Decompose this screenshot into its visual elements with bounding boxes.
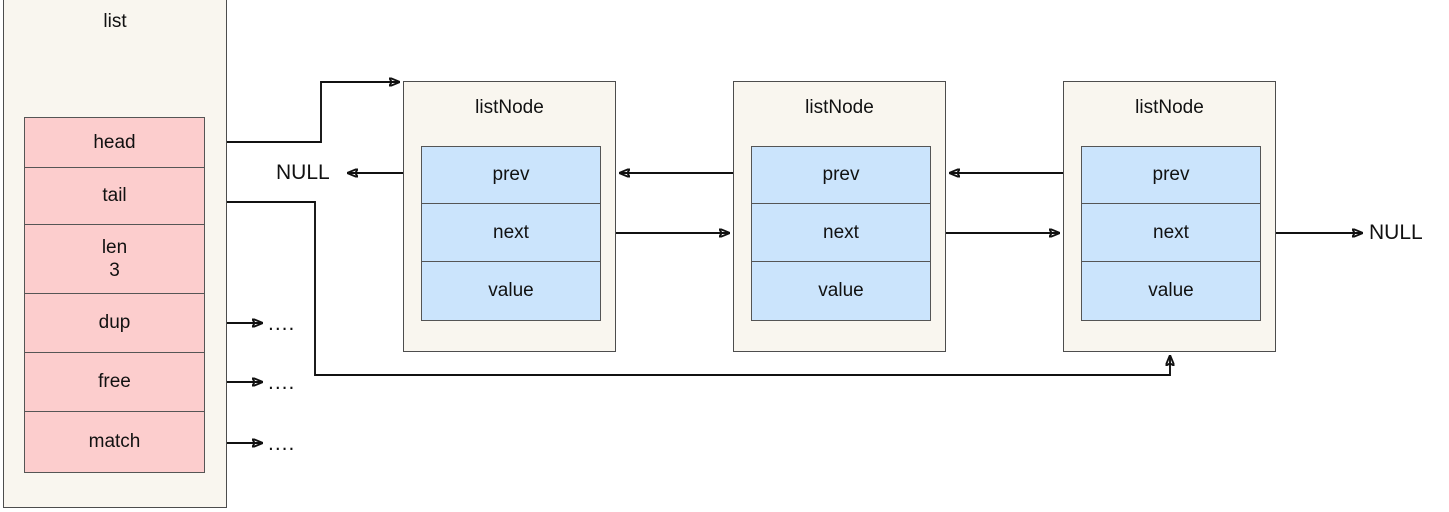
listnode-2-title: listNode [805,97,874,118]
list-field-free[interactable]: free [24,353,205,412]
listnode-2-field-next[interactable]: next [751,204,931,262]
listnode-1-field-prev[interactable]: prev [421,146,601,204]
list-field-head[interactable]: head [24,117,205,168]
null-left-label: NULL [276,161,330,184]
free-callback-label: .... [268,371,296,394]
listnode-1-prev-label: prev [492,164,530,186]
listnode-1-next-label: next [493,221,529,243]
listnode-3-prev-label: prev [1152,164,1190,186]
list-field-len-value: 3 [109,260,120,281]
listnode-1-field-next[interactable]: next [421,204,601,262]
listnode-1-value-label: value [488,280,534,302]
list-field-dup-label: dup [98,312,131,334]
list-field-tail[interactable]: tail [24,168,205,225]
listnode-2-field-prev[interactable]: prev [751,146,931,204]
list-field-tail-label: tail [102,185,127,207]
listnode-3-field-next[interactable]: next [1081,204,1261,262]
listnode-3-next-label: next [1153,221,1189,243]
list-field-dup[interactable]: dup [24,294,205,353]
list-field-head-label: head [93,131,136,153]
listnode-1-field-value[interactable]: value [421,262,601,321]
listnode-2-next-label: next [823,221,859,243]
list-struct-title: list [103,11,127,32]
list-field-match[interactable]: match [24,412,205,473]
listnode-3-title: listNode [1135,97,1204,118]
wire-tail-to-node3 [205,201,1170,376]
null-right-label: NULL [1369,221,1423,244]
list-field-match-label: match [88,431,141,453]
listnode-3-field-value[interactable]: value [1081,262,1261,321]
match-callback-label: .... [268,432,296,455]
listnode-2-prev-label: prev [822,164,860,186]
listnode-2-value-label: value [818,280,864,302]
listnode-3-value-label: value [1148,280,1194,302]
list-field-len[interactable]: len 3 [24,225,205,294]
list-field-free-label: free [98,371,131,393]
list-field-len-label: len [101,236,128,258]
listnode-3-field-prev[interactable]: prev [1081,146,1261,204]
wire-head-to-node1 [205,82,399,143]
dup-callback-label: .... [268,312,296,335]
listnode-2-field-value[interactable]: value [751,262,931,321]
listnode-1-title: listNode [475,97,544,118]
